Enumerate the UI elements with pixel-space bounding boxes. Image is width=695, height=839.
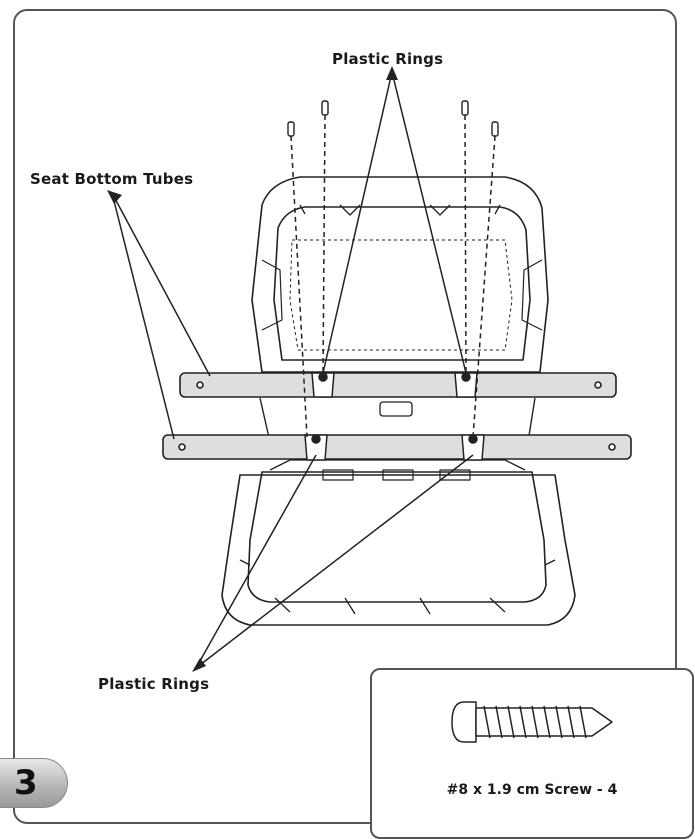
screws-top: [287, 100, 499, 137]
seat-bottom-tube-upper: [179, 372, 617, 398]
step-badge: 3: [0, 758, 68, 808]
seat-bottom-outer: [221, 474, 576, 626]
plastic-rings-top-label: Plastic Rings: [332, 50, 444, 68]
seat-bottom-tubes-label: Seat Bottom Tubes: [30, 170, 194, 188]
seat-bottom-tube-lower: [162, 434, 632, 460]
plastic-ring-brackets: [304, 372, 485, 461]
leader-arrowheads: [107, 66, 398, 672]
screw-caption: #8 x 1.9 cm Screw - 4: [446, 782, 618, 798]
seat-back-inner: [273, 206, 531, 361]
seat-bottom-inner: [247, 471, 547, 603]
leader-lines: [111, 71, 474, 669]
seat-back-outer: [251, 176, 549, 373]
hardware-box: #8 x 1.9 cm Screw - 4: [370, 668, 694, 839]
screw-icon: [451, 701, 613, 743]
screw-guide-lines: [290, 114, 496, 438]
step-number: 3: [14, 763, 38, 803]
seat-back-inner-2: [289, 239, 513, 351]
plastic-rings-bottom-label: Plastic Rings: [98, 675, 210, 693]
